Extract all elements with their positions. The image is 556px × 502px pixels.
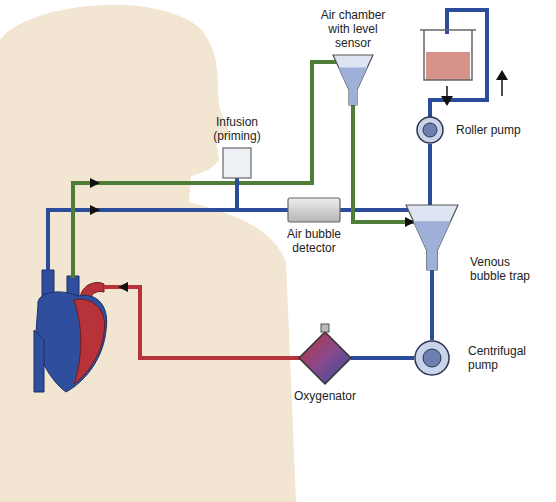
tube-connector	[237, 178, 288, 210]
roller-pump-shape	[416, 116, 444, 144]
component-label: Infusion (priming)	[201, 115, 273, 143]
oxygenator-shape	[299, 332, 351, 384]
infusion-bag: Infusion (priming)	[223, 148, 251, 178]
pump-rotor	[423, 123, 437, 137]
funnel-outline	[333, 55, 373, 105]
component-label: Centrifugal pump	[468, 344, 548, 372]
tube-connector	[351, 356, 414, 360]
oxygenator: Oxygenator	[299, 332, 351, 384]
tube-connector	[340, 208, 409, 212]
heart	[34, 270, 107, 392]
funnel-outline	[406, 205, 458, 270]
funnel-fluid	[413, 221, 450, 270]
roller-pump: Roller pump	[416, 116, 444, 144]
reservoir-rim	[420, 29, 476, 31]
reservoir-fluid	[426, 52, 470, 80]
flow-arrow	[90, 178, 100, 188]
reservoir	[420, 30, 476, 80]
flow-arrow	[118, 282, 128, 292]
funnel-fluid	[339, 68, 368, 106]
air-chamber: Air chamber with level sensor	[333, 55, 373, 105]
infusion-bag-shape	[223, 148, 251, 178]
venous-bubble-trap: Venous bubble trap	[406, 205, 458, 270]
flow-arrows	[90, 70, 508, 292]
air-bubble-detector-shape	[288, 198, 340, 222]
centrifugal-pump: Centrifugal pump	[414, 340, 450, 376]
oxygenator-body	[299, 332, 351, 384]
component-label: Venous bubble trap	[470, 255, 548, 283]
pump-housing	[415, 341, 449, 375]
pump-rotor	[423, 349, 441, 367]
venous-tube	[48, 210, 238, 272]
heart-right-side	[36, 292, 107, 392]
bag-outline	[223, 148, 251, 178]
component-label: Roller pump	[456, 123, 546, 137]
flow-arrow-shaft	[501, 78, 503, 96]
pump-housing	[417, 117, 443, 143]
component-label: Air bubble detector	[272, 227, 356, 255]
reservoir-outline	[424, 30, 472, 80]
tube-connector	[428, 144, 432, 205]
air-chamber-shape	[333, 55, 373, 105]
tube-connector	[353, 105, 414, 222]
venous-bubble-trap-shape	[406, 205, 458, 270]
oxygenator-port	[321, 324, 329, 332]
detector-housing	[288, 198, 340, 222]
tube-connector	[430, 270, 434, 340]
flow-arrow	[90, 205, 100, 215]
air-bubble-detector: Air bubble detector	[288, 198, 340, 222]
centrifugal-pump-shape	[414, 340, 450, 376]
component-label: Oxygenator	[280, 389, 370, 403]
vena-cava	[34, 330, 44, 392]
flow-arrow-shaft	[446, 86, 448, 98]
component-label: Air chamber with level sensor	[311, 8, 395, 50]
heart-left-side	[74, 299, 105, 384]
body-silhouette	[0, 5, 296, 502]
arterial-tube	[104, 287, 300, 358]
